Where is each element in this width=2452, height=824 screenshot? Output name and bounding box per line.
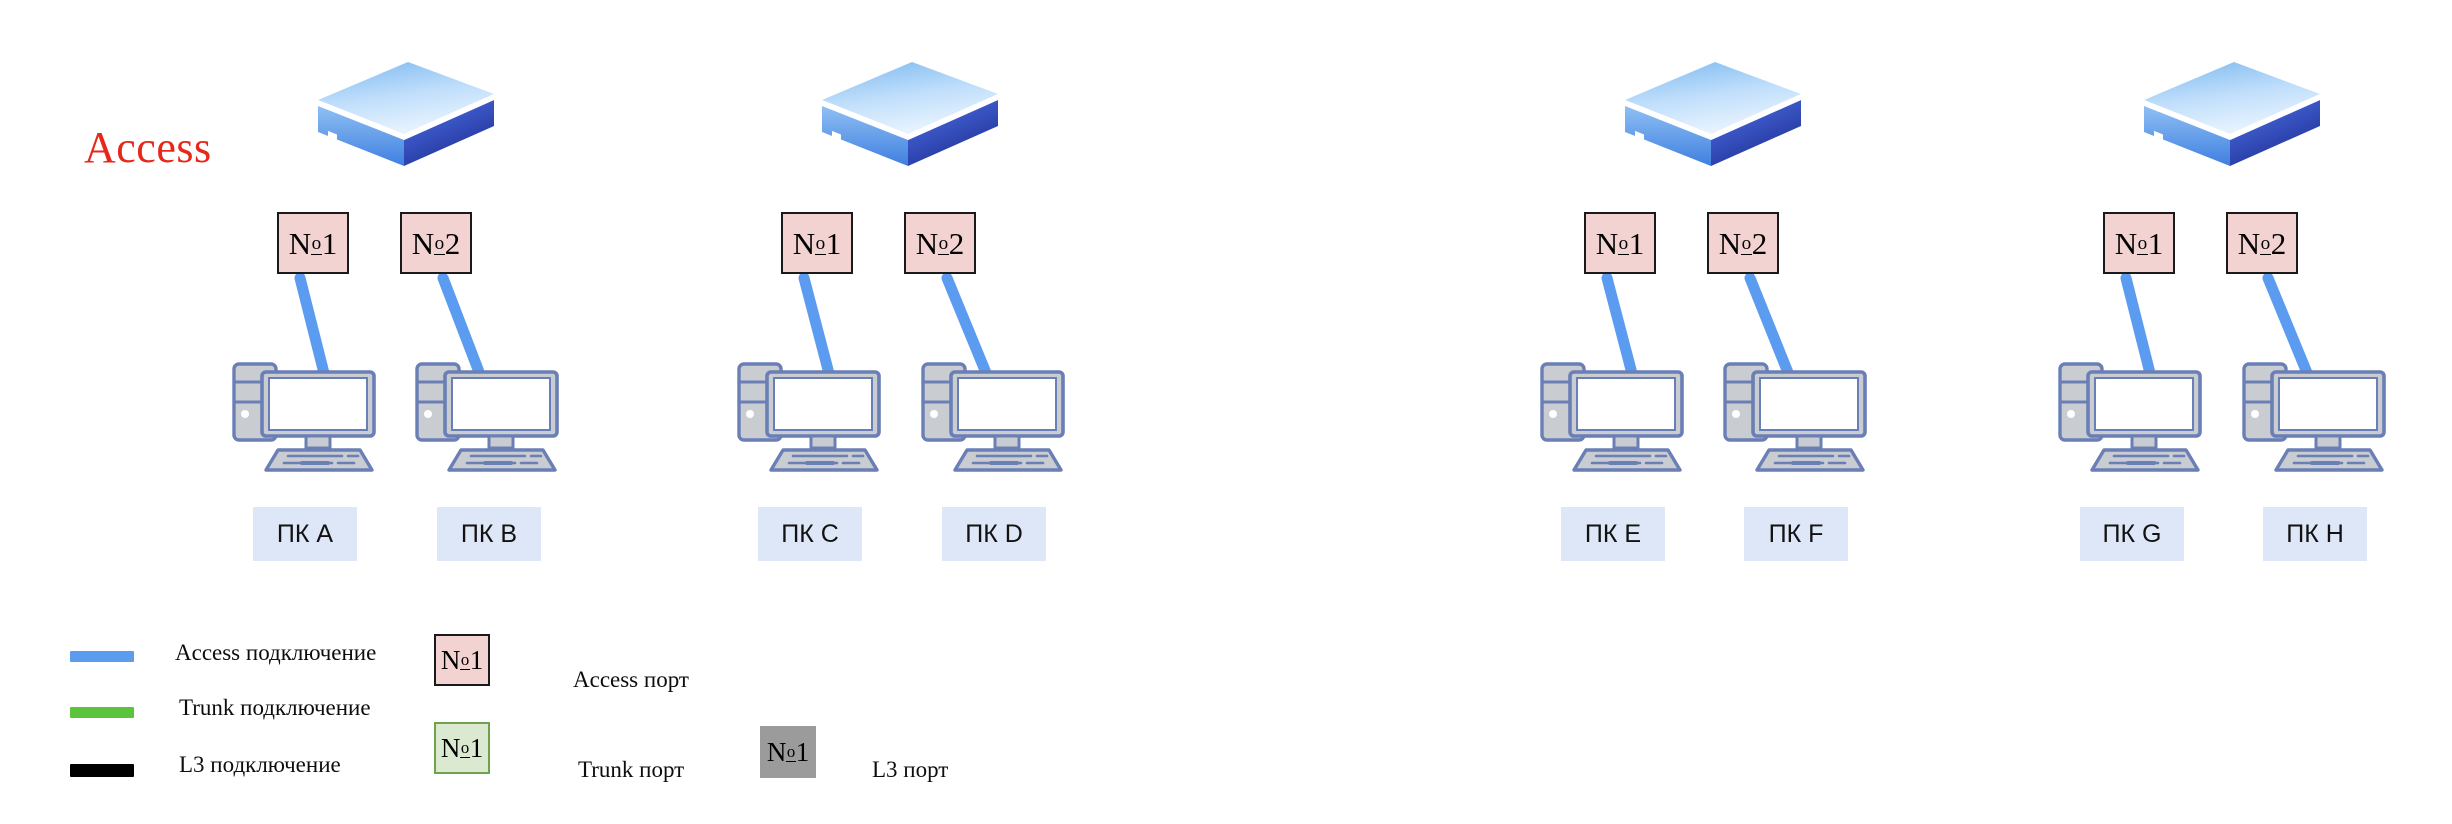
legend-access-port-badge: No1	[434, 634, 490, 686]
pc-label-d: ПК D	[942, 507, 1046, 561]
legend-access-link-label: Access подключение	[175, 640, 377, 665]
legend-access-link-swatch	[70, 651, 134, 662]
access-switch-1[interactable]	[318, 62, 494, 189]
group-2-port-box-1[interactable]: No1	[781, 212, 853, 274]
port-number: 2	[1751, 225, 1768, 261]
pc-label-h: ПК H	[2263, 507, 2367, 561]
group-4-port-box-1[interactable]: No1	[2103, 212, 2175, 274]
pc-d[interactable]	[921, 362, 1065, 472]
pc-b[interactable]	[415, 362, 559, 472]
group-2-port-box-2[interactable]: No2	[904, 212, 976, 274]
access-switch-4[interactable]	[2144, 62, 2320, 189]
link-port1-to-pc-a	[294, 272, 333, 391]
legend-l3-port-badge: No1	[760, 726, 816, 778]
group-1-port-box-2[interactable]: No2	[400, 212, 472, 274]
link-port1-to-pc-c	[798, 272, 838, 391]
legend-l3-port-label: L3 порт	[872, 757, 949, 782]
pc-label-e: ПК E	[1561, 507, 1665, 561]
port-number: 1	[321, 225, 338, 261]
link-port2-to-pc-h	[2262, 272, 2318, 391]
legend-trunk-port-badge: No1	[434, 722, 490, 774]
port-number: 2	[2270, 225, 2287, 261]
legend-l3-link-label: L3 подключение	[179, 752, 341, 777]
link-port2-to-pc-d	[941, 272, 997, 391]
legend-port-number: 1	[469, 644, 484, 675]
group-3-port-box-2[interactable]: No2	[1707, 212, 1779, 274]
section-title-access: Access	[84, 123, 212, 172]
pc-g[interactable]	[2058, 362, 2202, 472]
legend-trunk-link-swatch	[70, 707, 134, 718]
link-port1-to-pc-g	[2120, 272, 2159, 391]
port-number: 1	[2147, 225, 2164, 261]
access-switch-3[interactable]	[1625, 62, 1801, 189]
legend-l3-link-swatch	[70, 764, 134, 777]
pc-label-f: ПК F	[1744, 507, 1848, 561]
pc-label-a: ПК A	[253, 507, 357, 561]
legend-port-number: 1	[795, 736, 810, 767]
group-4-port-box-2[interactable]: No2	[2226, 212, 2298, 274]
pc-h[interactable]	[2242, 362, 2386, 472]
link-port2-to-pc-f	[1744, 272, 1799, 391]
port-number: 2	[948, 225, 965, 261]
group-1-port-box-1[interactable]: No1	[277, 212, 349, 274]
port-number: 2	[444, 225, 461, 261]
pc-label-b: ПК B	[437, 507, 541, 561]
port-number: 1	[825, 225, 842, 261]
pc-e[interactable]	[1540, 362, 1684, 472]
pc-c[interactable]	[737, 362, 881, 472]
pc-a[interactable]	[232, 362, 376, 472]
group-3-port-box-1[interactable]: No1	[1584, 212, 1656, 274]
pc-label-c: ПК C	[758, 507, 862, 561]
pc-label-g: ПК G	[2080, 507, 2184, 561]
legend-access-port-label: Access порт	[573, 667, 689, 692]
access-switch-2[interactable]	[822, 62, 998, 189]
pc-f[interactable]	[1723, 362, 1867, 472]
legend-port-number: 1	[469, 732, 484, 763]
link-port1-to-pc-e	[1601, 272, 1641, 391]
port-number: 1	[1628, 225, 1645, 261]
legend-trunk-port-label: Trunk порт	[578, 757, 685, 782]
link-port2-to-pc-b	[437, 272, 490, 391]
legend-trunk-link-label: Trunk подключение	[179, 695, 371, 720]
